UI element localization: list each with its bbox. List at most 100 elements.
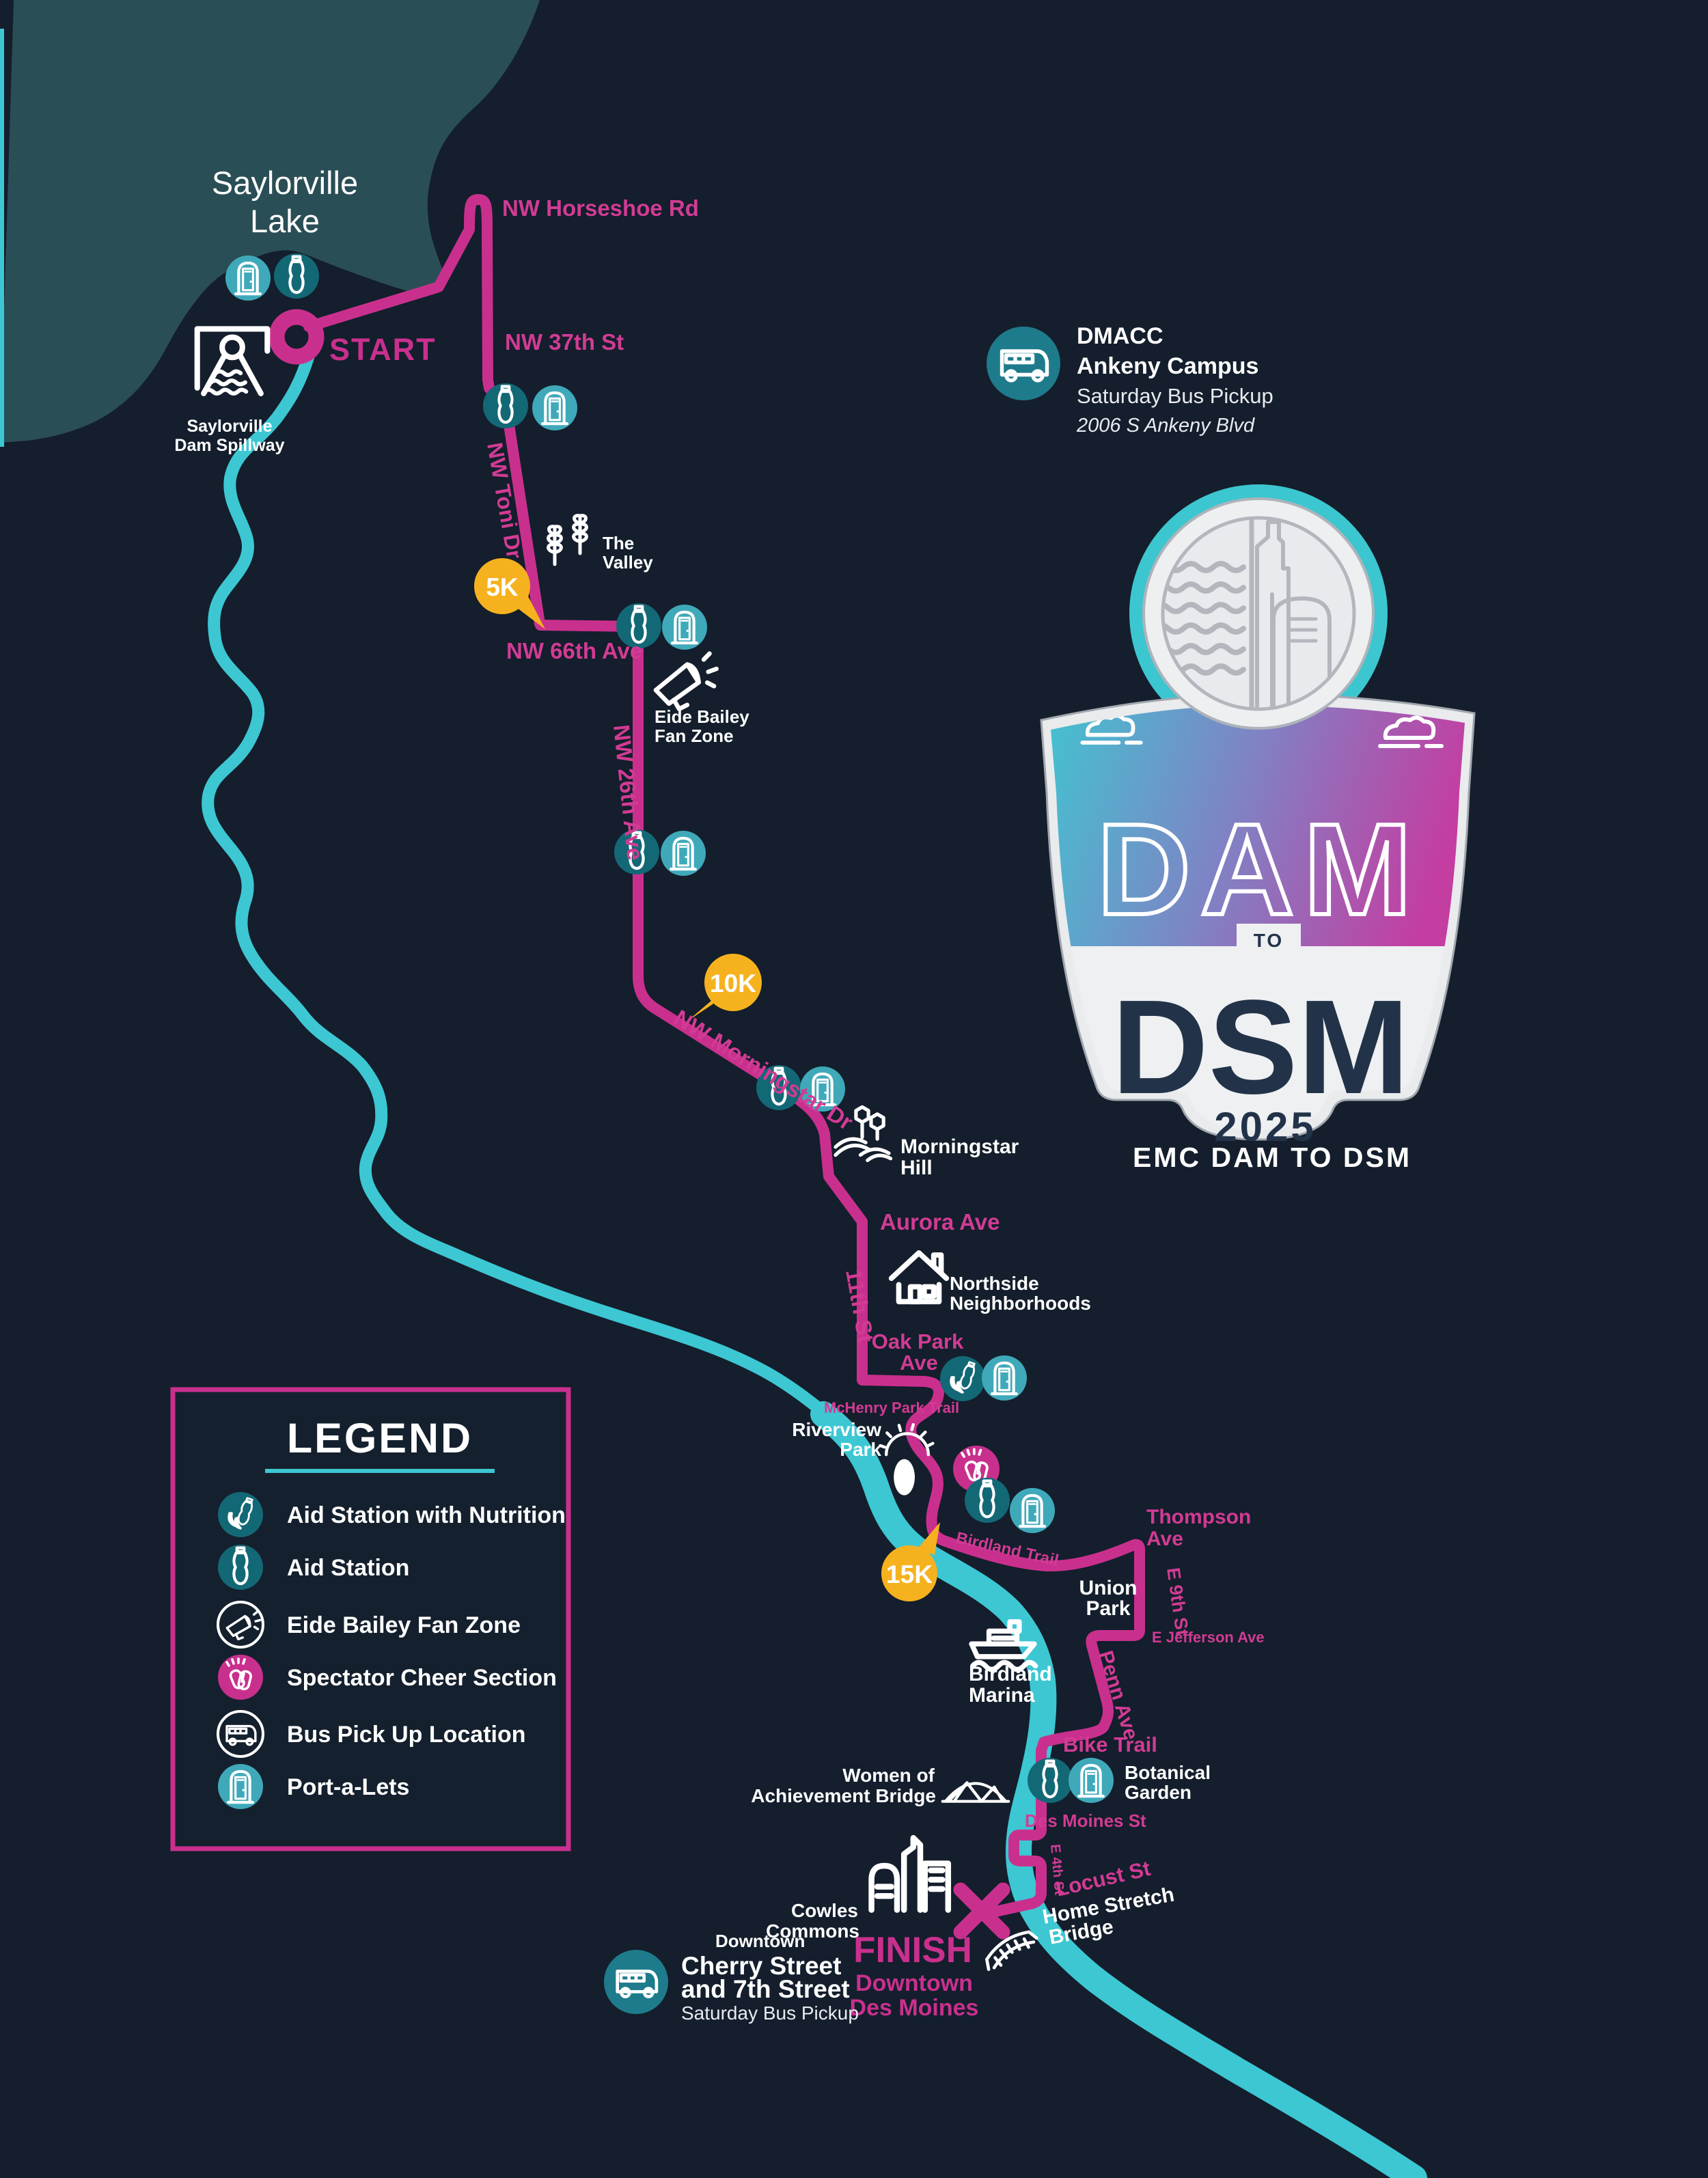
poi-northside-1: Northside <box>950 1273 1039 1294</box>
poi-fanzone-2: Fan Zone <box>655 726 734 746</box>
northside-house-icon <box>892 1253 947 1301</box>
aid-portalet-birdland <box>965 1478 1055 1533</box>
poi-fanzone-1: Eide Bailey <box>655 706 749 727</box>
marker-10k-label: 10K <box>710 969 756 997</box>
poi-morningstar-hill-2: Hill <box>900 1157 933 1179</box>
dmacc-bus-circle <box>987 327 1060 400</box>
poi-marina-1: Birdland <box>969 1663 1052 1685</box>
marker-10k: 10K <box>688 954 762 1021</box>
poi-riverview-1: Riverview <box>792 1419 881 1440</box>
wheat-icon <box>549 516 587 564</box>
legend-title: LEGEND <box>287 1415 473 1461</box>
aid-portalet-start <box>225 253 319 301</box>
marker-15k: 15K <box>881 1522 940 1601</box>
saylorville-lake-shape <box>0 0 540 443</box>
street-horseshoe: NW Horseshoe Rd <box>502 195 699 221</box>
badge-year-text: 2025 <box>1214 1104 1316 1150</box>
event-badge: DAM TO DSM 2025 <box>1040 484 1476 1150</box>
street-oakpark-2: Ave <box>900 1351 938 1375</box>
legend-item-label: Bus Pick Up Location <box>287 1722 526 1748</box>
street-thompson-2: Ave <box>1146 1528 1183 1550</box>
badge-to-text: TO <box>1254 930 1284 951</box>
marker-15k-label: 15K <box>886 1560 933 1588</box>
dmacc-line-3: Saturday Bus Pickup <box>1077 384 1273 408</box>
aid-portalet-37th <box>483 383 577 430</box>
poi-woa-2: Achievement Bridge <box>751 1785 936 1806</box>
cowles-commons-city-icon <box>872 1838 948 1910</box>
badge-caption: EMC DAM TO DSM <box>1133 1142 1411 1173</box>
aid-portalet-26th <box>614 829 706 876</box>
legend-item-label: Eide Bailey Fan Zone <box>287 1612 521 1638</box>
poi-union-2: Park <box>1086 1597 1130 1620</box>
finish-x-marker <box>953 1882 1010 1940</box>
cherry-bus-circle <box>604 1950 668 2014</box>
poi-riverview-2: Park <box>840 1439 881 1460</box>
lake-label-1: Saylorville <box>212 165 358 201</box>
poi-botanical-1: Botanical <box>1125 1762 1211 1783</box>
cherry-line-1: Downtown <box>715 1931 805 1951</box>
street-desmoines: Des Moines St <box>1025 1810 1146 1831</box>
marker-5k: 5K <box>474 558 545 629</box>
spillway-label-1: Saylorville <box>187 417 272 436</box>
des-moines-river-upper <box>202 349 857 1442</box>
badge-dsm-text: DSM <box>1112 972 1409 1122</box>
poi-cowles-2: Commons <box>766 1920 859 1942</box>
spillway-icon <box>197 329 268 394</box>
poi-marina-2: Marina <box>969 1684 1035 1707</box>
finish-label: FINISH <box>853 1930 972 1970</box>
poi-morningstar-hill-1: Morningstar <box>900 1135 1019 1158</box>
dmacc-line-2: Ankeny Campus <box>1077 353 1258 379</box>
badge-to-notch <box>1237 924 1301 952</box>
street-66th: NW 66th Ave <box>506 638 642 663</box>
cherry-line-4: Saturday Bus Pickup <box>681 2002 859 2024</box>
legend-item-label: Aid Station with Nutrition <box>287 1502 566 1528</box>
street-oakpark-1: Oak Park <box>872 1329 964 1353</box>
legend-item-label: Port-a-Lets <box>287 1774 409 1800</box>
finish-sub-2: Des Moines <box>850 1995 979 2021</box>
poi-union-1: Union <box>1079 1577 1138 1599</box>
street-e9th: E 9th St <box>1163 1567 1193 1638</box>
cherry-line-2: Cherry Street <box>681 1952 841 1980</box>
street-aurora: Aurora Ave <box>880 1209 1000 1235</box>
dmacc-line-1: DMACC <box>1077 323 1163 349</box>
legend-item-bus: Bus Pick Up Location <box>217 1710 526 1758</box>
women-of-achievement-bridge-icon <box>943 1782 1009 1801</box>
cherry-line-3: and 7th Street <box>681 1975 850 2003</box>
legend-panel: LEGEND Aid Station with Nutrition Aid St… <box>170 1387 571 1851</box>
legend-item-nutrition: Aid Station with Nutrition <box>218 1492 566 1537</box>
aid-portalet-66th <box>616 603 707 650</box>
poi-cowles-1: Cowles <box>791 1900 858 1921</box>
map-edge-accent <box>0 29 4 447</box>
legend-item-fanzone: Eide Bailey Fan Zone <box>217 1601 521 1649</box>
badge-dam-text: DAM <box>1097 797 1422 942</box>
legend-item-aid: Aid Station <box>218 1545 409 1590</box>
legend-item-label: Spectator Cheer Section <box>287 1665 557 1691</box>
legend-title-underline <box>265 1469 495 1473</box>
street-bike-trail: Bike Trail <box>1063 1733 1157 1756</box>
street-37th: NW 37th St <box>505 329 624 355</box>
street-mchenry: McHenry Park Trail <box>824 1399 959 1416</box>
poi-woa-1: Women of <box>842 1765 935 1786</box>
poi-valley-2: Valley <box>603 552 653 573</box>
poi-botanical-2: Garden <box>1125 1782 1192 1803</box>
start-ring-marker <box>268 309 325 365</box>
finish-sub-1: Downtown <box>855 1970 973 1996</box>
lake-label-2: Lake <box>250 203 320 239</box>
marker-5k-label: 5K <box>486 573 519 601</box>
spillway-label-2: Dam Spillway <box>174 436 284 455</box>
dmacc-line-4: 2006 S Ankeny Blvd <box>1076 415 1255 437</box>
legend-item-portalet: Port-a-Lets <box>218 1764 409 1809</box>
aid-portalet-morningstar <box>756 1065 845 1112</box>
poi-northside-2: Neighborhoods <box>950 1293 1091 1314</box>
badge-medallion-art <box>1164 519 1332 708</box>
start-label: START <box>329 332 437 367</box>
aid-portalet-botanical <box>1028 1758 1114 1803</box>
megaphone-icon <box>652 653 720 711</box>
street-jefferson: E Jefferson Ave <box>1152 1629 1265 1646</box>
street-thompson-1: Thompson <box>1146 1506 1251 1528</box>
legend-item-label: Aid Station <box>287 1555 409 1581</box>
aid-portalet-oakpark <box>940 1355 1027 1401</box>
legend-item-cheer: Spectator Cheer Section <box>218 1655 557 1700</box>
